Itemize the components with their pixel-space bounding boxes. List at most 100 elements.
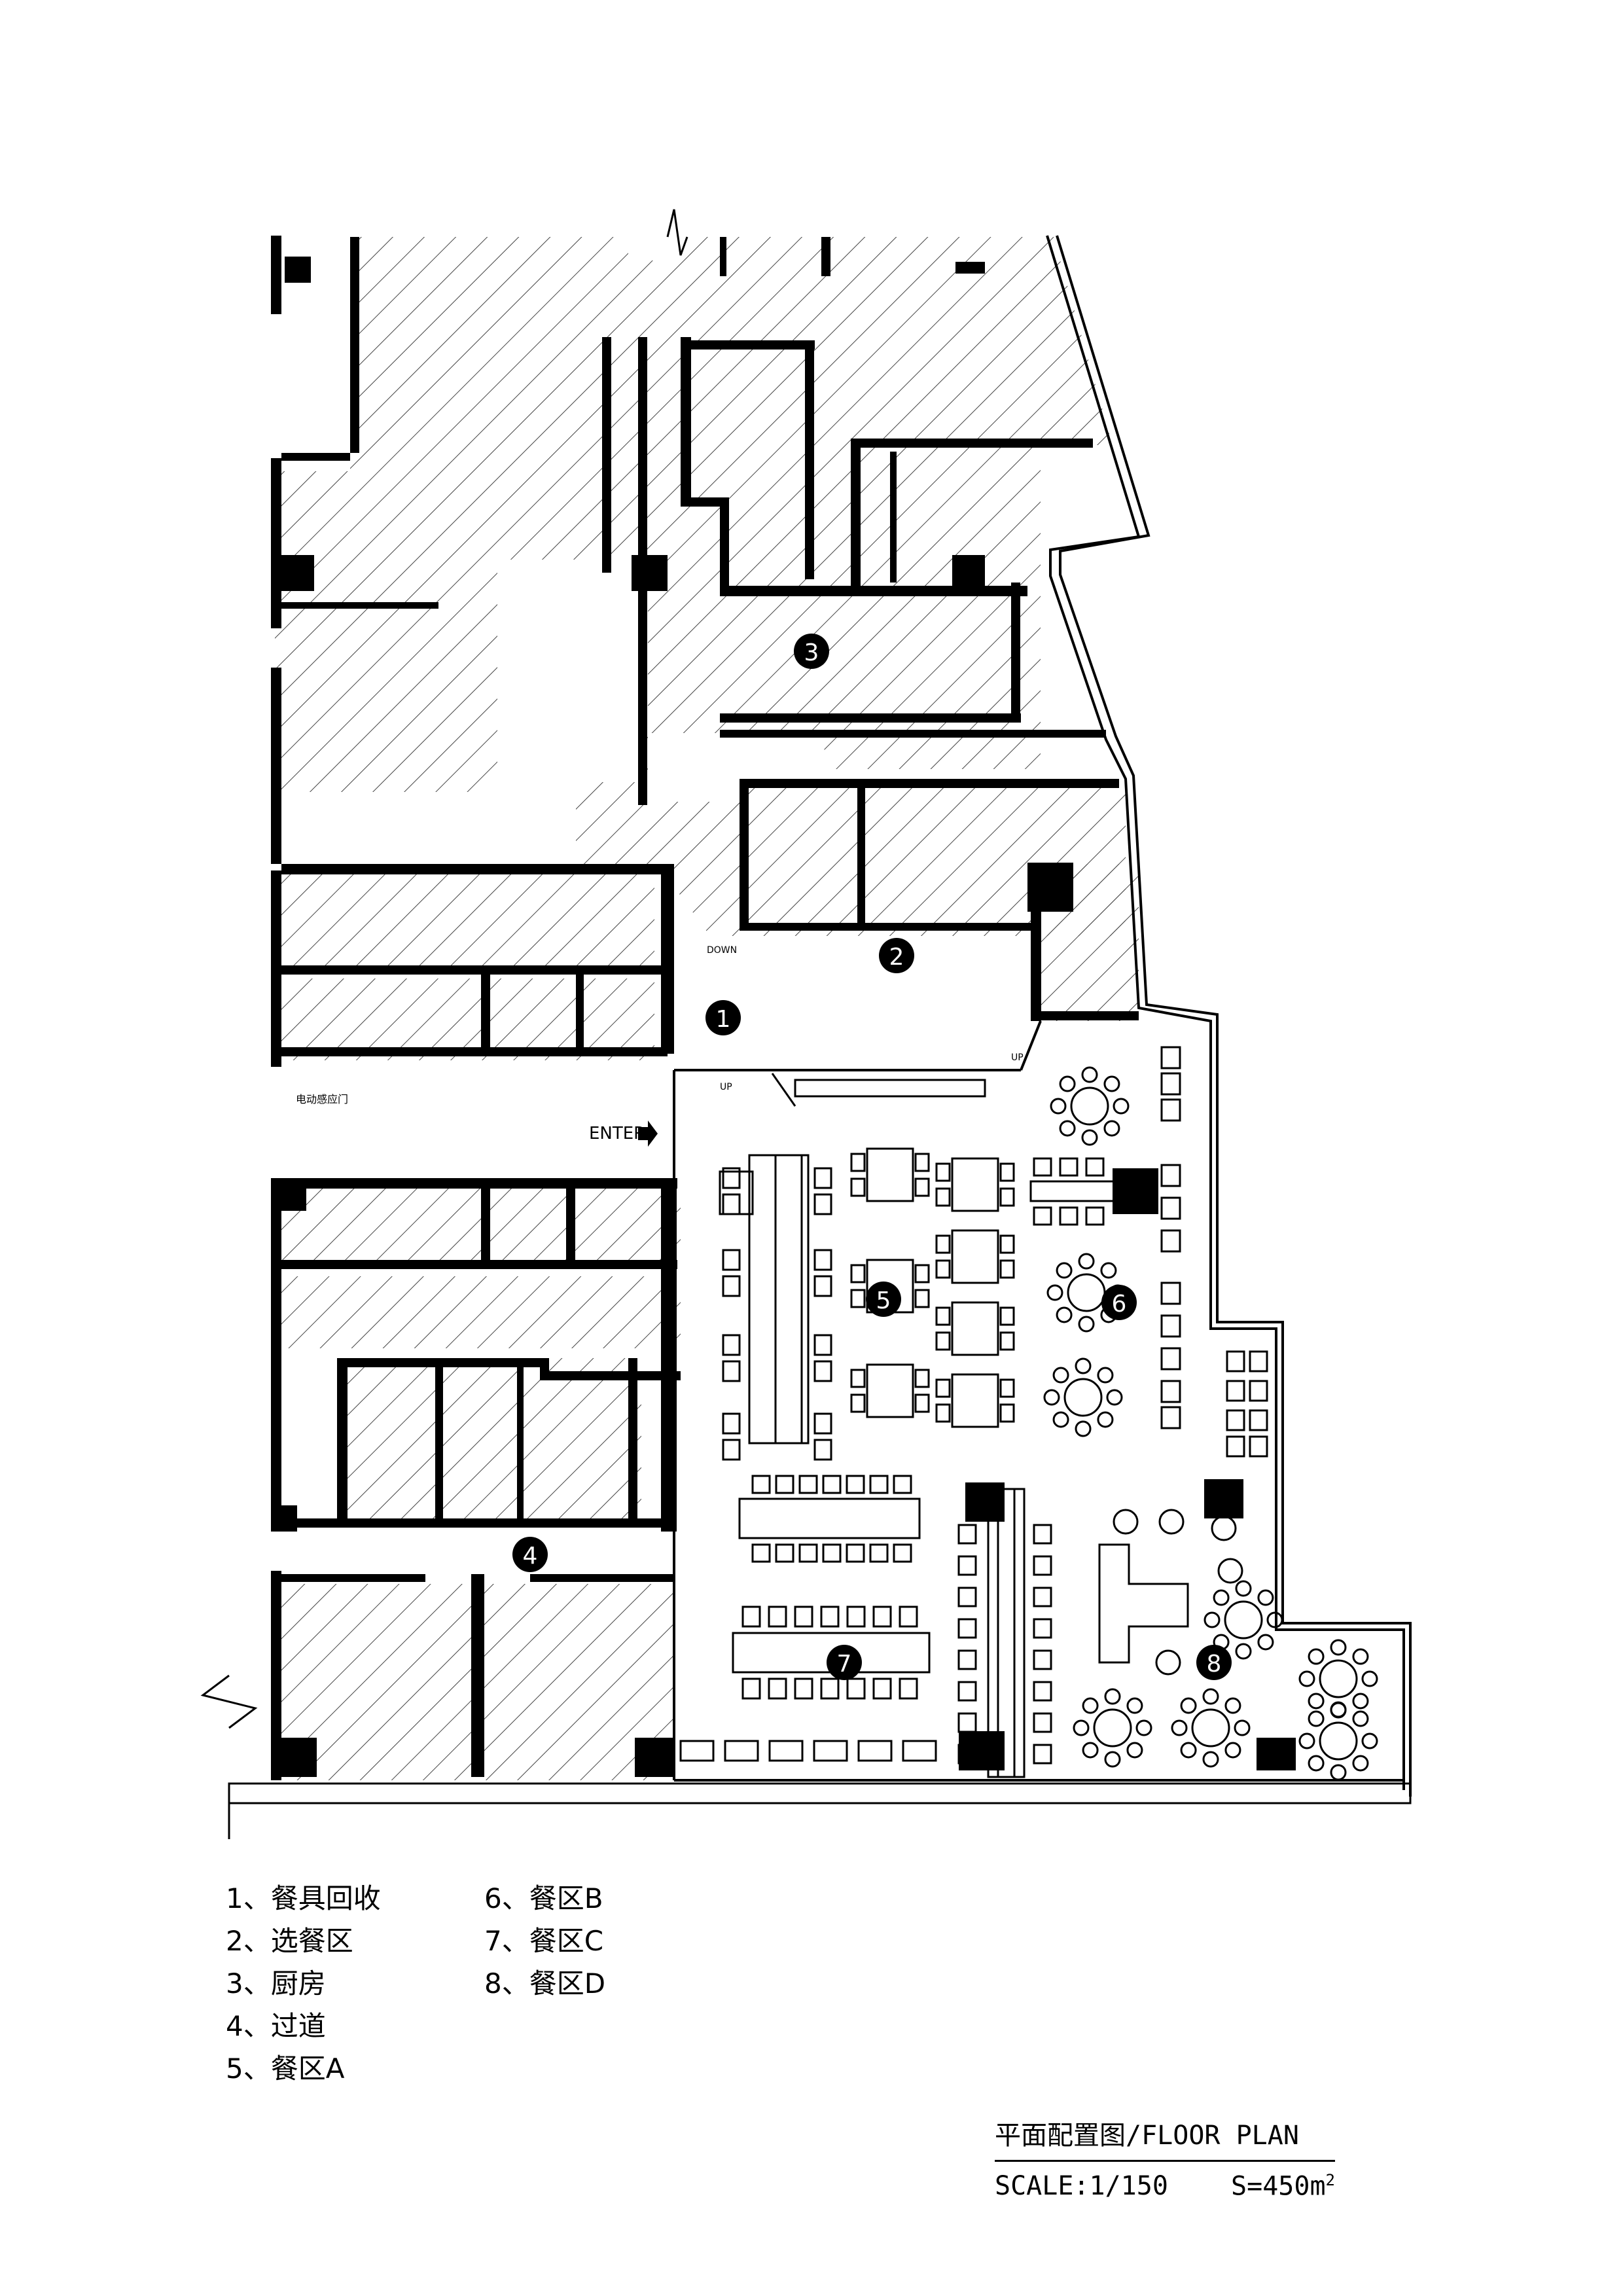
title-block: 平面配置图/FLOOR PLAN SCALE:1/150 S=450m2 [995,2114,1335,2201]
chair [957,1744,977,1765]
chair [1033,1618,1052,1639]
chair [722,1167,741,1189]
legend-item-6: 6、餐区B [484,1882,603,1914]
chair [1113,1098,1130,1115]
chair [798,1475,818,1494]
down-label: DOWN [707,945,737,956]
chair [1235,1643,1252,1660]
dining-area-a-furniture [719,1147,1015,1461]
chair [999,1331,1015,1351]
hatched-zones [275,237,1139,1780]
chair [1180,1742,1197,1759]
door-label: 电动感应门 [296,1093,348,1105]
chair [722,1412,741,1435]
legend-item-7: 7、餐区C [484,1925,604,1957]
chair [722,1249,741,1271]
chair [1033,1157,1052,1177]
table [951,1157,999,1212]
chair [872,1677,892,1700]
chair [722,1439,741,1461]
chair [1059,1157,1079,1177]
kiosk [719,1170,754,1215]
chair [679,1740,715,1762]
stool [1155,1649,1181,1676]
chair [1160,1098,1181,1122]
chair [869,1475,889,1494]
chair [1224,1697,1241,1714]
chair [1160,1406,1181,1429]
legend-item-4: 4、过道 [226,2010,326,2042]
chair [1052,1367,1069,1384]
chair [1103,1120,1120,1137]
chair [1249,1350,1268,1372]
chair [722,1193,741,1215]
plan-title: 平面配置图/FLOOR PLAN [995,2114,1335,2162]
chair [1033,1712,1052,1733]
svg-text:3: 3 [804,639,819,666]
chair [1033,1555,1052,1576]
chair [1059,1120,1076,1137]
chair [999,1162,1015,1182]
svg-text:4: 4 [523,1543,538,1570]
chair [846,1677,866,1700]
chair [1078,1253,1095,1270]
table [866,1363,914,1418]
chair [899,1605,918,1628]
chair [935,1162,951,1182]
chair [1249,1409,1268,1431]
chair [1352,1710,1369,1727]
chair [1085,1157,1105,1177]
chair [1097,1367,1114,1384]
bar-counter-d [1098,1543,1189,1664]
walls [271,236,1296,1780]
area-unit-superscript: 2 [1325,2171,1335,2189]
area-value: S=450m [1231,2171,1326,2202]
svg-text:6: 6 [1112,1291,1127,1318]
stool [1217,1558,1243,1584]
marker-2: 2 [879,938,914,973]
round-table [1319,1659,1358,1698]
chair [1361,1732,1378,1749]
chair [1081,1066,1098,1083]
chair [813,1439,832,1461]
scale-row: SCALE:1/150 S=450m2 [995,2171,1335,2201]
chair [1202,1751,1219,1768]
scale-label: SCALE:1/150 [995,2171,1168,2201]
round-table [1224,1600,1263,1640]
round-table [1070,1086,1109,1126]
storage-zone-2 [275,978,654,1060]
svg-text:7: 7 [837,1651,852,1677]
marker-3: 3 [794,634,829,669]
chair [741,1605,761,1628]
table [951,1229,999,1284]
chair [741,1677,761,1700]
chair [722,1360,741,1382]
chair [794,1605,813,1628]
chair [1330,1639,1347,1656]
chair [899,1677,918,1700]
chair [1308,1755,1325,1772]
up-label-1: UP [720,1082,732,1092]
marker-6: 6 [1101,1285,1137,1320]
chair [1361,1670,1378,1687]
chair [1100,1262,1117,1279]
enter-label: ENTER [589,1124,645,1143]
chair [914,1393,930,1413]
chair [822,1475,842,1494]
chair [957,1524,977,1545]
chair [893,1475,912,1494]
south-facade [228,1782,1412,1839]
chair [850,1393,866,1413]
svg-text:5: 5 [876,1287,891,1314]
chair [813,1360,832,1382]
stool [1158,1509,1185,1535]
chair [813,1334,832,1356]
chair [869,1543,889,1563]
chair [1226,1380,1245,1402]
chair [999,1378,1015,1398]
chair [813,1412,832,1435]
table [1029,1180,1124,1202]
chair [846,1475,865,1494]
legend-item-8: 8、餐区D [484,1967,606,2000]
